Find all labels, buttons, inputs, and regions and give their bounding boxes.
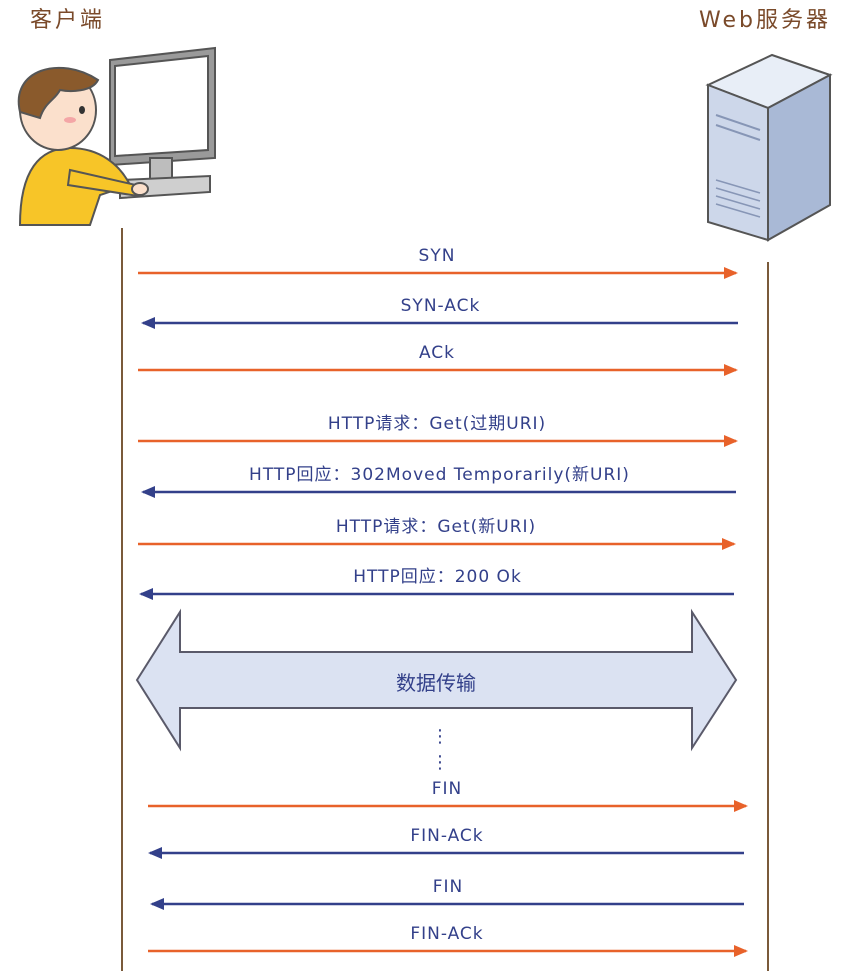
message-label-11: FIN-ACk — [410, 924, 483, 944]
continuation-dots-1: ⋮ — [431, 726, 449, 747]
message-label-1: SYN — [419, 246, 456, 266]
client-person-computer-icon — [17, 46, 216, 226]
data-transfer-label: 数据传输 — [396, 671, 476, 695]
continuation-dots-2: ⋮ — [431, 752, 449, 773]
message-label-7: HTTP回应：200 Ok — [353, 567, 522, 587]
message-label-9: FIN-ACk — [410, 826, 483, 846]
web-server-icon — [705, 53, 833, 242]
message-label-8: FIN — [432, 779, 463, 799]
message-label-2: SYN-ACk — [401, 296, 481, 316]
message-label-3: ACk — [419, 343, 455, 363]
server-label: Web服务器 — [699, 8, 831, 33]
message-label-10: FIN — [433, 877, 464, 897]
data-transfer-arrow: 数据传输 — [135, 608, 738, 752]
message-label-5: HTTP回应：302Moved Temporarily(新URI) — [249, 465, 630, 485]
message-label-4: HTTP请求：Get(过期URI) — [328, 414, 546, 434]
client-label: 客户端 — [30, 8, 106, 33]
message-label-6: HTTP请求：Get(新URI) — [336, 517, 536, 537]
